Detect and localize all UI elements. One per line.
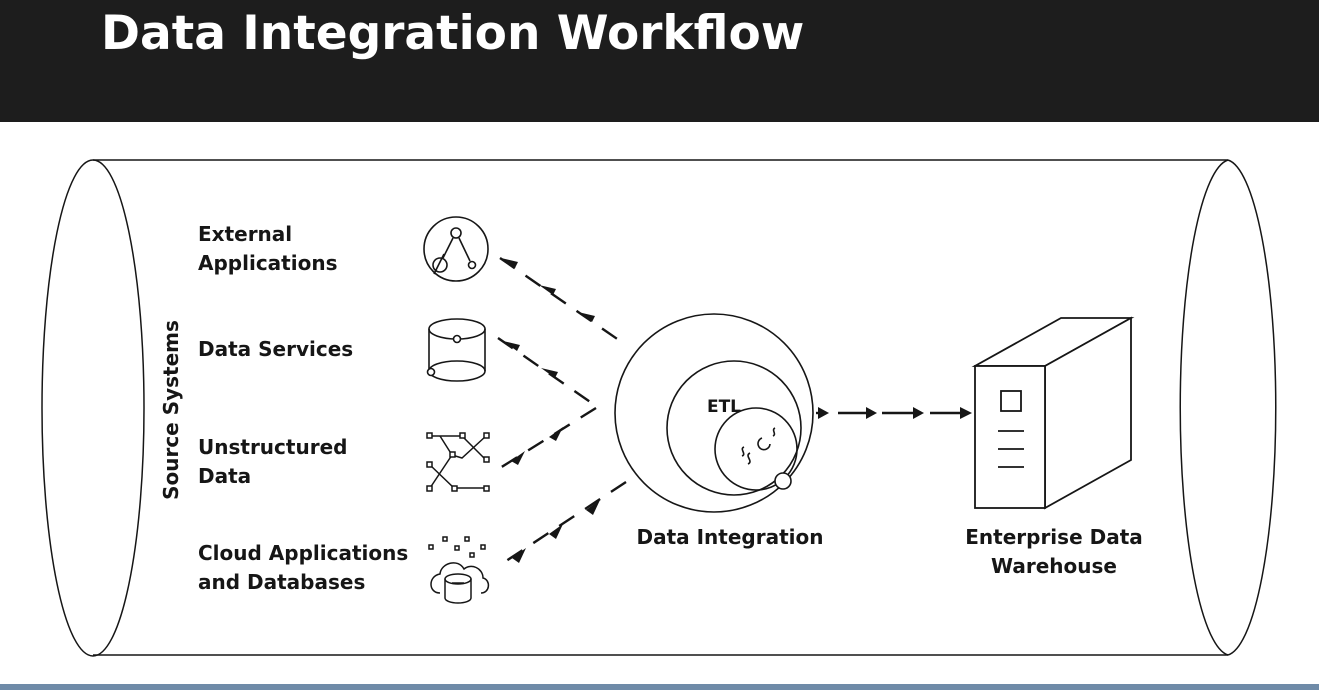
arrow-cloud-applications (499, 480, 627, 567)
arrow-external-applications (499, 257, 627, 346)
database-icon (426, 318, 486, 382)
source-arrowheads (501, 258, 600, 563)
pipe-cylinder (41, 159, 1277, 657)
cloud-database-icon (428, 536, 490, 604)
bottom-accent-bar (0, 684, 1319, 690)
unstructured-data-icon (426, 432, 490, 492)
etl-label: ETL (707, 397, 741, 417)
header-bar: Data Integration Workflow (0, 0, 1319, 122)
data-integration-icon (614, 313, 814, 513)
server-icon (971, 316, 1135, 510)
source-label-unstructured-data: Unstructured Data (198, 435, 348, 488)
warehouse-arrowheads (818, 407, 972, 419)
app-network-icon (423, 216, 489, 282)
source-flow-arrows (497, 257, 627, 567)
source-label-cloud-applications: Cloud Applications and Databases (198, 541, 409, 594)
enterprise-data-warehouse-label: Enterprise Data Warehouse (965, 525, 1143, 578)
source-label-external-applications: External Applications (198, 222, 338, 275)
source-systems-label: Source Systems (159, 320, 183, 500)
data-integration-label: Data Integration (636, 525, 824, 549)
arrow-data-services (497, 337, 597, 407)
page-title: Data Integration Workflow (101, 6, 805, 61)
source-label-data-services: Data Services (198, 337, 354, 361)
